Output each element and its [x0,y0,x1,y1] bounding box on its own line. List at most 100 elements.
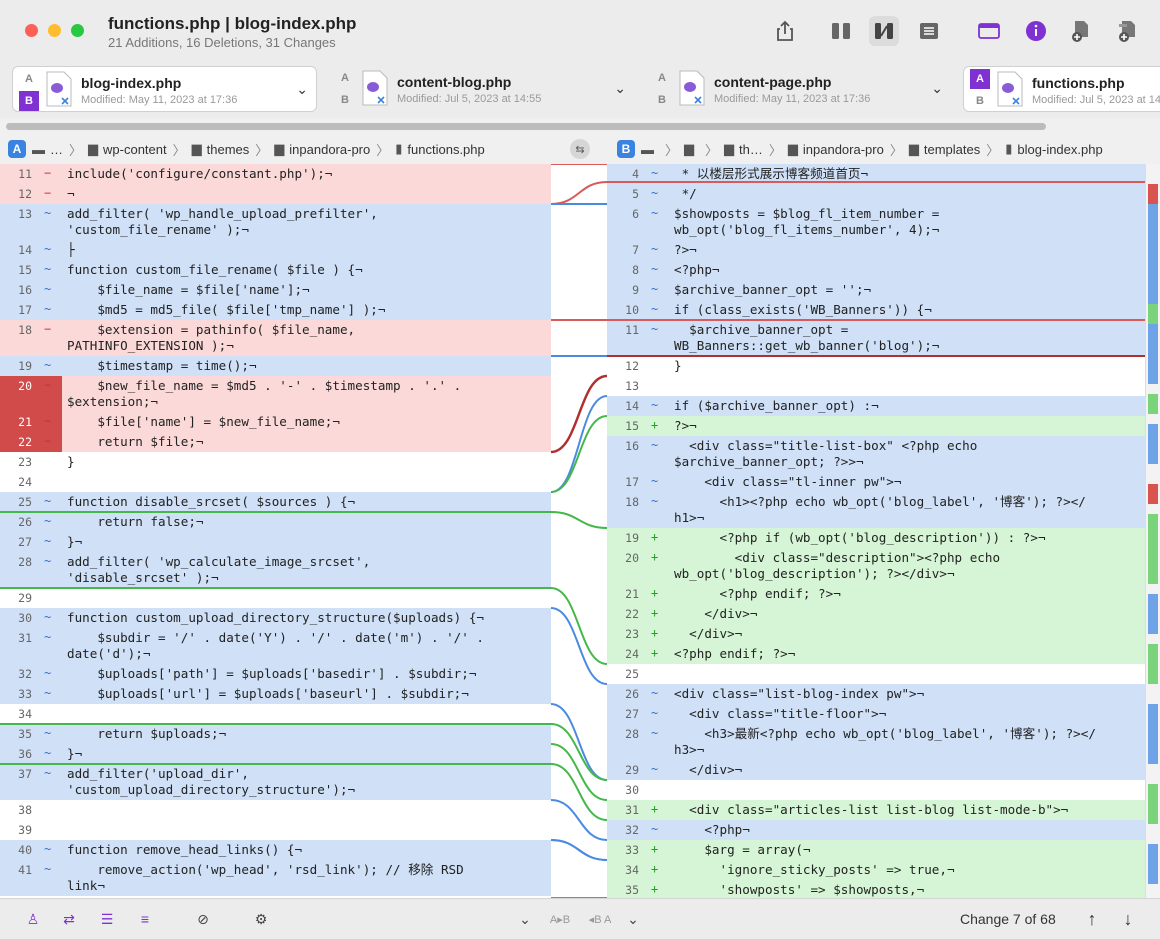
diff-line[interactable]: 10~if (class_exists('WB_Banners')) {¬ [607,300,1145,320]
file-tab-functions[interactable]: A B functions.php Modified: Jul 5, 2023 … [963,66,1160,112]
chevron-down-icon[interactable]: ⌄ [627,910,639,927]
diff-line[interactable]: 27~}¬ [0,532,551,552]
crumb[interactable]: functions.php [407,141,485,157]
diff-line[interactable]: 32~ <?php¬ [607,820,1145,840]
crumb[interactable]: templates [923,141,981,157]
diff-line[interactable]: 12−¬ [0,184,551,204]
diff-line[interactable]: 35+ 'showposts' => $showposts,¬ [607,880,1145,898]
diff-line[interactable]: 14~if ($archive_banner_opt) :¬ [607,396,1145,416]
add-file-a-button[interactable] [1066,16,1096,46]
numbered-list-icon[interactable]: ☰ [100,910,114,927]
diff-line[interactable]: 28~add_filter( 'wp_calculate_image_srcse… [0,552,551,588]
share-button[interactable] [770,16,800,46]
previous-change-button[interactable]: ↑ [1087,908,1097,929]
diff-line[interactable]: 33+ $arg = array(¬ [607,840,1145,860]
ignore-icon[interactable]: ⊘ [197,910,209,927]
crumb[interactable]: inpandora-pro [289,141,371,157]
diff-line[interactable]: 32~ $uploads['path'] = $uploads['basedir… [0,664,551,684]
diff-line[interactable]: 15~function custom_file_rename( $file ) … [0,260,551,280]
minimize-window-button[interactable] [48,24,61,37]
diff-line[interactable]: 14~├ [0,240,551,260]
diff-line[interactable]: 18− $extension = pathinfo( $file_name, P… [0,320,551,356]
copy-b-to-a-icon[interactable]: ◂B A [588,913,612,926]
diff-line[interactable]: 28~ <h3>最新<?php echo wb_opt('blog_label'… [607,724,1145,760]
diff-line[interactable]: 6~$showposts = $blog_fl_item_number = wb… [607,204,1145,240]
diff-line[interactable]: 21− $file['name'] = $new_file_name;¬ [0,412,551,432]
diff-line[interactable]: 5~ */ [607,184,1145,204]
diff-line[interactable]: 41~ remove_action('wp_head', 'rsd_link')… [0,860,551,896]
diff-line[interactable]: 30 [607,780,1145,800]
crumb[interactable]: th… [739,141,763,157]
diff-line[interactable]: 19~ $timestamp = time();¬ [0,356,551,376]
diff-line[interactable]: 11~ $archive_banner_opt = WB_Banners::ge… [607,320,1145,356]
clean-icon[interactable]: ♙ [26,910,40,927]
diff-line[interactable]: 20− $new_file_name = $md5 . '-' . $times… [0,376,551,412]
chevron-down-icon[interactable]: ⌄ [931,80,943,96]
diff-line[interactable]: 13~add_filter( 'wp_handle_upload_prefilt… [0,204,551,240]
crumb[interactable]: wp-content [103,141,167,157]
diff-line[interactable]: 29 [0,588,551,608]
side-by-side-mode-button[interactable] [826,16,856,46]
file-tab-content-page[interactable]: A B content-page.php Modified: May 11, 2… [646,66,951,112]
diff-line[interactable]: 24 [0,472,551,492]
file-tab-content-blog[interactable]: A B content-blog.php Modified: Jul 5, 20… [329,66,634,112]
crumb[interactable]: … [50,141,63,157]
diff-line[interactable]: 23} [0,452,551,472]
file-tab-blog-index[interactable]: A B blog-index.php Modified: May 11, 202… [12,66,317,112]
tabs-scrollbar[interactable] [6,123,1046,130]
gear-icon[interactable]: ⚙ [254,910,268,927]
diff-line[interactable]: 25~function disable_srcset( $sources ) {… [0,492,551,512]
left-diff-pane[interactable]: 11−include('configure/constant.php');¬12… [0,164,551,898]
diff-line[interactable]: 9~$archive_banner_opt = '';¬ [607,280,1145,300]
diff-line[interactable]: 26~ return false;¬ [0,512,551,532]
diff-line[interactable]: 13 [607,376,1145,396]
next-change-button[interactable]: ↓ [1123,908,1133,929]
chevron-down-icon[interactable]: ⌄ [614,80,626,96]
diff-line[interactable]: 38 [0,800,551,820]
diff-line[interactable]: 22− return $file;¬ [0,432,551,452]
diff-line[interactable]: 19+ <?php if (wb_opt('blog_description')… [607,528,1145,548]
diff-line[interactable]: 26~<div class="list-blog-index pw">¬ [607,684,1145,704]
right-diff-pane[interactable]: 4~ * 以楼层形式展示博客频道首页¬5~ */6~$showposts = $… [607,164,1145,898]
connected-mode-button[interactable] [869,16,899,46]
diff-line[interactable]: 34 [0,704,551,724]
add-file-b-button[interactable] [1112,16,1142,46]
diff-line[interactable]: 12} [607,356,1145,376]
crumb[interactable]: inpandora-pro [802,141,884,157]
diff-line[interactable]: 21+ <?php endif; ?>¬ [607,584,1145,604]
compact-icon[interactable]: ≡ [140,911,150,927]
zoom-window-button[interactable] [71,24,84,37]
diff-line[interactable]: 40~function remove_head_links() {¬ [0,840,551,860]
diff-line[interactable]: 17~ <div class="tl-inner pw">¬ [607,472,1145,492]
close-window-button[interactable] [25,24,38,37]
diff-line[interactable]: 22+ </div>¬ [607,604,1145,624]
diff-line[interactable]: 17~ $md5 = md5_file( $file['tmp_name'] )… [0,300,551,320]
diff-line[interactable]: 20+ <div class="description"><?php echo … [607,548,1145,584]
diff-line[interactable]: 35~ return $uploads;¬ [0,724,551,744]
swap-sides-button[interactable]: ⇆ [570,139,590,159]
diff-line[interactable]: 15+?>¬ [607,416,1145,436]
diff-line[interactable]: 34+ 'ignore_sticky_posts' => true,¬ [607,860,1145,880]
diff-line[interactable]: 8~<?php¬ [607,260,1145,280]
copy-a-to-b-icon[interactable]: A▸B [549,913,571,926]
unified-mode-button[interactable] [914,16,944,46]
diff-line[interactable]: 18~ <h1><?php echo wb_opt('blog_label', … [607,492,1145,528]
diff-line[interactable]: 4~ * 以楼层形式展示博客频道首页¬ [607,164,1145,184]
diff-line[interactable]: 24+<?php endif; ?>¬ [607,644,1145,664]
diff-line[interactable]: 30~function custom_upload_directory_stru… [0,608,551,628]
diff-line[interactable]: 33~ $uploads['url'] = $uploads['baseurl'… [0,684,551,704]
diff-line[interactable]: 11−include('configure/constant.php');¬ [0,164,551,184]
diff-line[interactable]: 37~add_filter('upload_dir', 'custom_uplo… [0,764,551,800]
crumb[interactable]: blog-index.php [1017,141,1103,157]
diff-line[interactable]: 25 [607,664,1145,684]
diff-line[interactable]: 29~ </div>¬ [607,760,1145,780]
merge-icon[interactable]: ⇄ [63,910,75,927]
diff-line[interactable]: 16~ <div class="title-list-box" <?php ec… [607,436,1145,472]
info-button[interactable] [1021,16,1051,46]
chevron-down-icon[interactable]: ⌄ [519,910,531,927]
diff-line[interactable]: 7~?>¬ [607,240,1145,260]
diff-line[interactable]: 39 [0,820,551,840]
diff-line[interactable]: 27~ <div class="title-floor">¬ [607,704,1145,724]
diff-line[interactable]: 36~}¬ [0,744,551,764]
diff-line[interactable]: 16~ $file_name = $file['name'];¬ [0,280,551,300]
